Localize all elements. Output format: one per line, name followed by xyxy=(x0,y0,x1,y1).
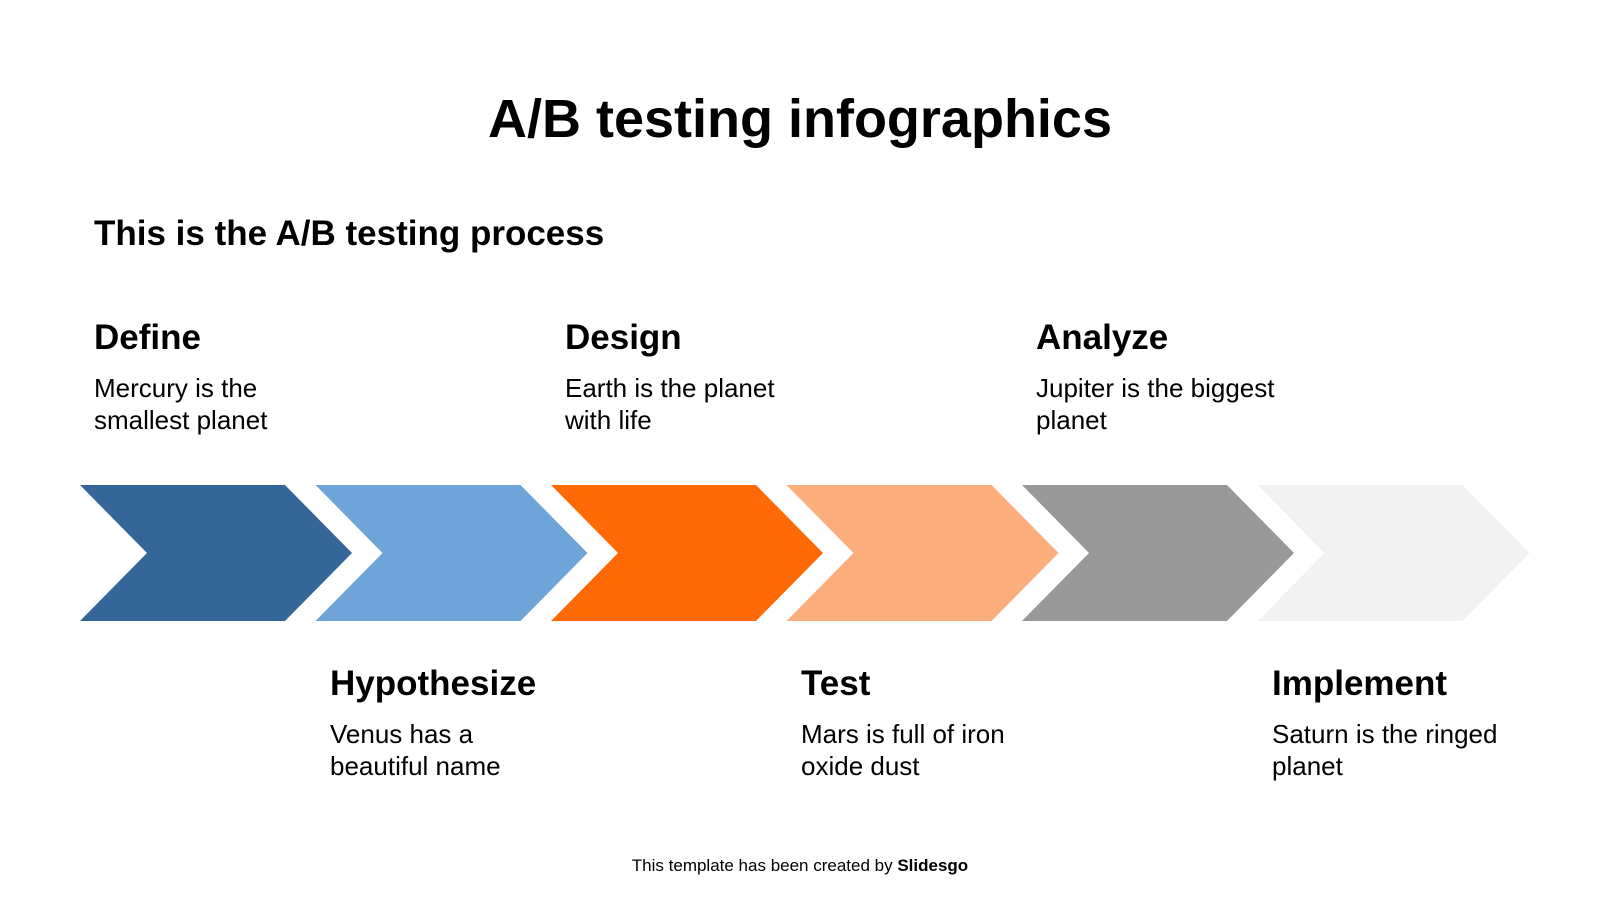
step-title: Hypothesize xyxy=(330,664,537,703)
step-title: Analyze xyxy=(1036,318,1169,357)
chevron-implement xyxy=(1257,485,1530,621)
step-hypothesize: Hypothesize Venus has a beautiful name xyxy=(330,664,630,782)
chevron-define xyxy=(80,485,352,621)
step-design: Design Earth is the planet with life xyxy=(565,318,865,436)
chevron-hypothesize xyxy=(315,485,588,621)
page-title: A/B testing infographics xyxy=(487,89,1113,149)
footer-credit: This template has been created by Slides… xyxy=(0,856,1600,876)
footer-brand-link[interactable]: Slidesgo xyxy=(897,856,969,875)
subtitle: This is the A/B testing process xyxy=(94,214,605,253)
step-description: Jupiter is the biggest planet xyxy=(1036,373,1275,435)
chevron-design xyxy=(551,485,823,621)
step-define: Define Mercury is the smallest planet xyxy=(94,318,394,436)
step-title: Test xyxy=(801,664,871,703)
step-implement: Implement Saturn is the ringed planet xyxy=(1272,664,1572,782)
step-description: Venus has a beautiful name xyxy=(330,719,501,781)
step-title: Implement xyxy=(1272,664,1448,703)
step-title: Define xyxy=(94,318,201,357)
chevron-analyze xyxy=(1022,485,1294,621)
footer-text: This template has been created by xyxy=(631,856,898,875)
step-title: Design xyxy=(565,318,682,357)
step-description: Earth is the planet with life xyxy=(565,373,775,435)
step-test: Test Mars is full of iron oxide dust xyxy=(801,664,1101,782)
step-description: Mars is full of iron oxide dust xyxy=(801,719,1005,781)
chevron-test xyxy=(786,485,1059,621)
step-description: Saturn is the ringed planet xyxy=(1272,719,1498,781)
step-description: Mercury is the smallest planet xyxy=(94,373,268,435)
step-analyze: Analyze Jupiter is the biggest planet xyxy=(1036,318,1336,436)
